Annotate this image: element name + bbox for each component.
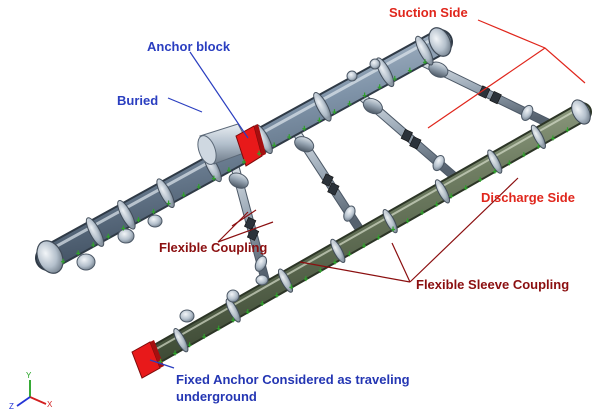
pipe-flange: [173, 328, 189, 353]
support-marker: [463, 185, 468, 191]
branch-pipe: [286, 119, 369, 241]
callout-lines: [149, 19, 586, 369]
support-marker: [274, 292, 279, 298]
pipe-flange: [487, 149, 503, 174]
support-marker: [231, 317, 236, 323]
support-marker: [287, 134, 292, 140]
support-marker: [260, 300, 265, 306]
support-marker: [303, 276, 308, 282]
buried-label: Buried: [117, 93, 159, 108]
support-marker: [347, 251, 352, 257]
anchor-block: [235, 124, 266, 167]
pipe-flange: [117, 199, 136, 230]
anchor-block-label: Anchor block: [147, 39, 231, 54]
support-marker: [449, 193, 454, 199]
flexible-sleeve-coupling-label: Flexible Sleeve Coupling: [416, 277, 570, 292]
support-marker: [392, 75, 397, 81]
support-marker: [434, 201, 439, 207]
flexible-coupling-label: Flexible Coupling: [159, 240, 268, 255]
support-marker: [121, 225, 126, 231]
axis-z-label: Z: [9, 402, 14, 411]
support-marker: [318, 267, 323, 273]
pipe-flange: [313, 91, 332, 122]
support-marker: [521, 152, 526, 158]
branch-pipe: [408, 52, 561, 132]
support-marker: [151, 208, 156, 214]
support-marker: [362, 243, 366, 248]
discharge-nozzles: [179, 274, 269, 323]
support-marker: [347, 100, 352, 106]
support-marker: [91, 242, 96, 248]
support-marker: [242, 159, 246, 164]
support-marker: [257, 150, 262, 156]
support-marker: [332, 259, 337, 265]
branch-pipe: [227, 151, 273, 296]
axis-y-label: Y: [26, 371, 32, 380]
support-marker: [76, 250, 81, 256]
pipe-flange: [85, 217, 105, 247]
branch-pipe: [349, 85, 465, 186]
axis-x-label: X: [47, 400, 53, 409]
support-marker: [272, 142, 277, 148]
pipe-flange: [225, 298, 241, 323]
fixed-anchor-label-line1: Fixed Anchor Considered as traveling: [176, 372, 410, 387]
pipe-flange: [434, 179, 451, 204]
suction-nozzles: [76, 58, 381, 271]
suction-side-label: Suction Side: [389, 5, 468, 20]
suction-end-cap: [36, 27, 452, 274]
support-marker: [136, 217, 141, 223]
support-marker: [405, 218, 410, 224]
support-marker: [536, 143, 541, 149]
support-marker: [550, 135, 555, 141]
support-marker: [196, 183, 201, 189]
branch-pipes: [227, 52, 561, 296]
support-marker: [61, 258, 66, 264]
support-marker: [317, 117, 322, 123]
discharge-header-pipe: [136, 102, 592, 370]
support-marker: [202, 333, 207, 339]
support-marker: [376, 234, 381, 240]
pipe-flange: [330, 238, 346, 264]
support-marker: [187, 342, 192, 348]
pipe-flange: [530, 124, 546, 149]
support-marker: [420, 209, 425, 215]
pipe-flange: [156, 178, 175, 209]
fixed-anchor-label-line2: underground: [176, 389, 257, 404]
support-marker: [216, 325, 221, 331]
support-marker: [106, 233, 111, 239]
support-marker: [302, 125, 307, 131]
support-marker: [226, 167, 231, 173]
support-marker: [478, 176, 483, 182]
support-marker: [422, 59, 427, 65]
support-marker: [492, 168, 497, 174]
pipe-flange: [277, 268, 294, 293]
discharge-end-cap: [571, 99, 591, 125]
support-marker: [362, 92, 367, 98]
support-marker: [211, 175, 216, 181]
support-marker: [377, 84, 382, 90]
support-marker: [173, 350, 178, 356]
support-marker: [391, 226, 396, 232]
pipe-flange: [415, 35, 434, 66]
axis-triad-icon: Y X Z: [9, 371, 53, 411]
support-marker: [407, 67, 412, 73]
discharge-flanges: [173, 124, 546, 353]
support-marker: [507, 160, 512, 166]
support-marker: [245, 309, 250, 315]
pipe-flange: [375, 57, 395, 88]
support-marker: [289, 284, 294, 290]
pipe-flange: [382, 208, 398, 234]
suction-flanges: [85, 35, 434, 247]
support-marker: [565, 127, 570, 133]
support-marker: [181, 192, 186, 198]
support-marker: [332, 109, 337, 115]
support-marker: [166, 200, 171, 206]
discharge-side-label: Discharge Side: [481, 190, 575, 205]
support-markers: [61, 59, 570, 364]
